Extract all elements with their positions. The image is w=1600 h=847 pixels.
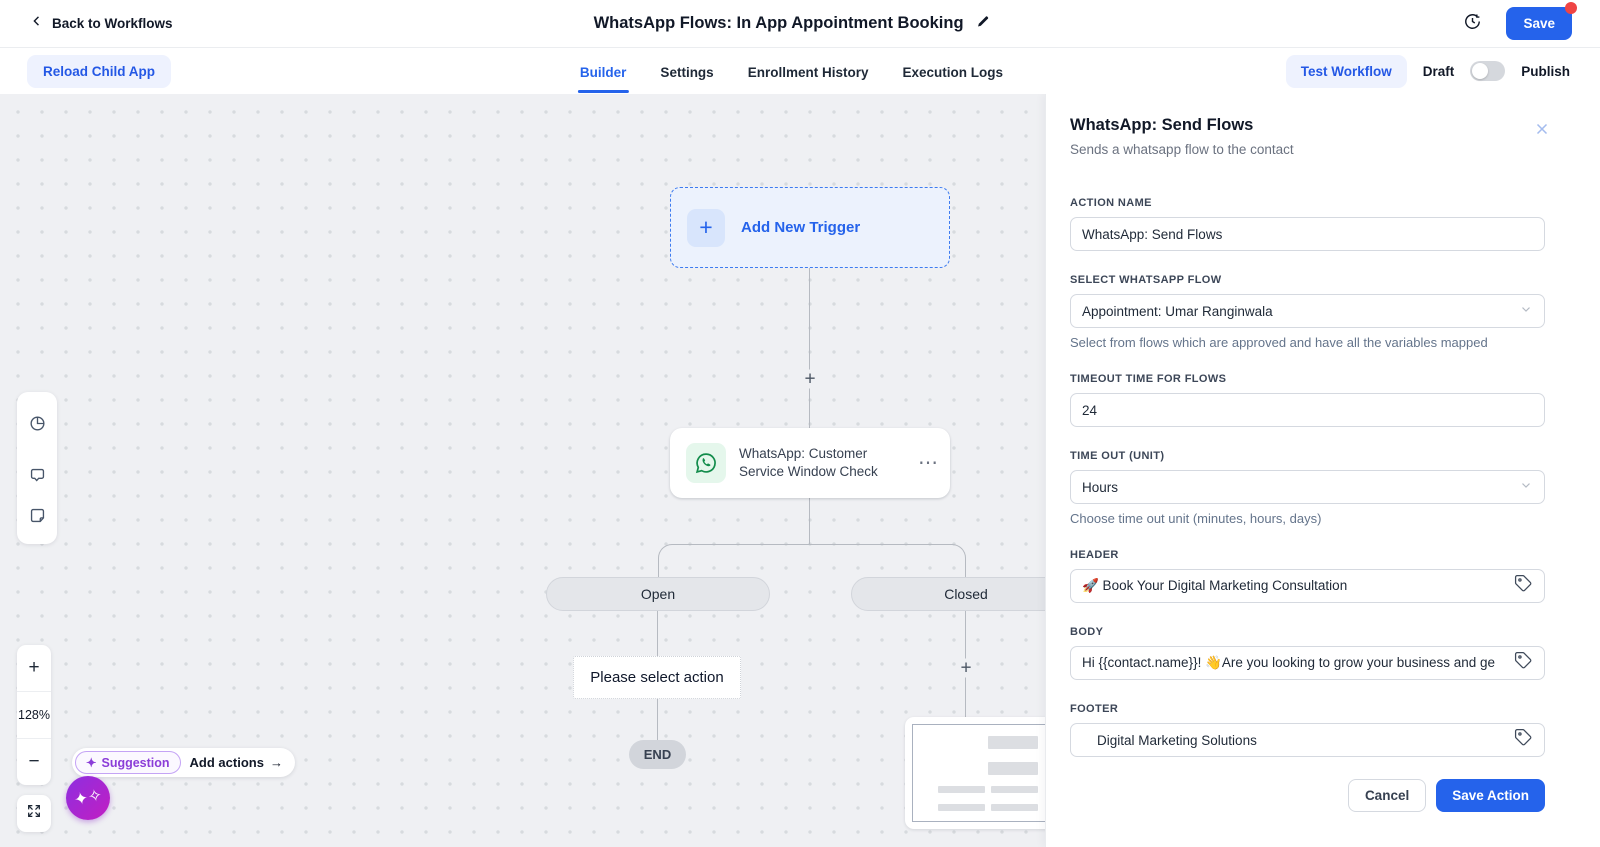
panel-title: WhatsApp: Send Flows xyxy=(1070,116,1254,134)
action-name-label: ACTION NAME xyxy=(1070,197,1152,209)
tab-builder[interactable]: Builder xyxy=(577,52,629,93)
body-label: BODY xyxy=(1070,626,1104,638)
save-action-button[interactable]: Save Action xyxy=(1436,779,1545,812)
tag-variable-icon[interactable] xyxy=(1510,651,1533,675)
draft-label: Draft xyxy=(1422,63,1455,79)
tab-settings[interactable]: Settings xyxy=(660,64,714,80)
tab-enrollment-history[interactable]: Enrollment History xyxy=(747,64,869,80)
branch-open-pill: Open xyxy=(546,577,770,611)
node-title: WhatsApp: Customer Service Window Check xyxy=(739,445,878,479)
save-button[interactable]: Save xyxy=(1506,2,1577,40)
analytics-pie-icon[interactable] xyxy=(28,414,47,438)
zoom-in-button[interactable]: + xyxy=(28,657,40,678)
branch-curve-left xyxy=(658,544,810,578)
connector-node-split xyxy=(809,498,810,545)
header-label: HEADER xyxy=(1070,549,1119,561)
whatsapp-icon xyxy=(686,443,726,483)
tab-bar: Builder Settings Enrollment History Exec… xyxy=(577,52,1005,93)
page-title: WhatsApp Flows: In App Appointment Booki… xyxy=(593,14,964,32)
zoom-out-button[interactable]: − xyxy=(28,751,40,772)
unsaved-changes-dot xyxy=(1565,2,1577,14)
end-node: END xyxy=(629,740,686,769)
cancel-button[interactable]: Cancel xyxy=(1347,779,1427,812)
plus-icon: + xyxy=(687,208,725,247)
action-name-input[interactable]: WhatsApp: Send Flows xyxy=(1070,217,1545,251)
reload-child-app-button[interactable]: Reload Child App xyxy=(27,54,171,88)
tag-variable-icon[interactable] xyxy=(1510,728,1533,752)
header-input[interactable]: 🚀 Book Your Digital Marketing Consultati… xyxy=(1070,569,1545,603)
timeout-input[interactable]: 24 xyxy=(1070,393,1545,427)
add-actions-link[interactable]: Add actions → xyxy=(189,755,283,770)
zoom-level[interactable]: 128% xyxy=(18,708,50,722)
sticky-note-icon[interactable] xyxy=(28,506,47,530)
connector-trigger-node xyxy=(809,268,810,428)
flow-select-helper: Select from flows which are approved and… xyxy=(1070,335,1488,350)
flow-preview-card[interactable] xyxy=(905,717,1055,829)
whatsapp-flow-select[interactable]: Appointment: Umar Ranginwala xyxy=(1070,294,1545,328)
tag-variable-icon[interactable] xyxy=(1510,574,1533,598)
panel-subtitle: Sends a whatsapp flow to the contact xyxy=(1070,142,1294,157)
connector-open-placeholder xyxy=(657,611,658,656)
edit-title-icon[interactable] xyxy=(976,14,991,34)
version-history-icon[interactable] xyxy=(1463,12,1482,36)
add-new-trigger-label: Add New Trigger xyxy=(741,219,861,236)
node-menu-icon[interactable]: ⋯ xyxy=(918,452,938,474)
panel-actions: Cancel Save Action xyxy=(1070,779,1545,812)
footer-input[interactable]: Digital Marketing Solutions xyxy=(1070,723,1545,757)
timeout-label: TIMEOUT TIME FOR FLOWS xyxy=(1070,373,1227,385)
action-config-panel: WhatsApp: Send Flows Sends a whatsapp fl… xyxy=(1045,94,1600,847)
back-label: Back to Workflows xyxy=(52,16,173,31)
timeout-unit-select[interactable]: Hours xyxy=(1070,470,1545,504)
suggestion-pill[interactable]: ✦ Suggestion Add actions → xyxy=(72,748,295,777)
tab-execution-logs[interactable]: Execution Logs xyxy=(902,64,1003,80)
whatsapp-check-node[interactable]: WhatsApp: Customer Service Window Check … xyxy=(670,428,950,498)
close-panel-icon[interactable] xyxy=(1533,120,1551,138)
canvas-tool-rail xyxy=(17,392,57,544)
secondary-toolbar: Reload Child App Builder Settings Enroll… xyxy=(0,48,1600,94)
comment-icon[interactable] xyxy=(28,466,47,490)
add-new-trigger-node[interactable]: + Add New Trigger xyxy=(670,187,950,268)
chevron-down-icon xyxy=(1519,478,1533,497)
sparkles-icon: ✦✧ xyxy=(71,785,104,810)
back-to-workflows-link[interactable]: Back to Workflows xyxy=(30,14,173,33)
flow-preview-frame xyxy=(912,724,1048,822)
connector-placeholder-end xyxy=(657,699,658,740)
publish-label: Publish xyxy=(1521,63,1570,79)
add-step-plus-icon[interactable]: + xyxy=(801,369,819,389)
top-header: Back to Workflows WhatsApp Flows: In App… xyxy=(0,0,1600,48)
expand-icon xyxy=(26,803,42,824)
title-wrap: WhatsApp Flows: In App Appointment Booki… xyxy=(594,14,991,34)
timeout-unit-helper: Choose time out unit (minutes, hours, da… xyxy=(1070,511,1322,526)
header-right: Save xyxy=(1463,2,1577,40)
branch-curve-right xyxy=(810,544,966,578)
chevron-left-icon xyxy=(30,14,44,33)
ai-assistant-button[interactable]: ✦✧ xyxy=(66,776,110,820)
branch-closed-pill: Closed xyxy=(851,577,1081,611)
toolbar-right: Test Workflow Draft Publish xyxy=(1285,54,1570,88)
chevron-down-icon xyxy=(1519,302,1533,321)
flow-select-label: SELECT WHATSAPP FLOW xyxy=(1070,274,1222,286)
fit-view-button[interactable] xyxy=(17,795,51,832)
zoom-widget: + 128% − xyxy=(17,645,51,785)
add-step-plus-icon-closed[interactable]: + xyxy=(957,658,975,678)
test-workflow-button[interactable]: Test Workflow xyxy=(1285,54,1407,88)
timeout-unit-label: TIME OUT (UNIT) xyxy=(1070,450,1165,462)
suggestion-badge: ✦ Suggestion xyxy=(75,751,181,774)
body-input[interactable]: Hi {{contact.name}}! 👋Are you looking to… xyxy=(1070,646,1545,680)
arrow-right-icon: → xyxy=(269,755,283,770)
select-action-placeholder[interactable]: Please select action xyxy=(573,656,741,699)
footer-label: FOOTER xyxy=(1070,703,1119,715)
sparkle-icon: ✦ xyxy=(86,756,97,770)
publish-toggle[interactable] xyxy=(1470,61,1506,81)
toggle-knob xyxy=(1472,63,1489,79)
